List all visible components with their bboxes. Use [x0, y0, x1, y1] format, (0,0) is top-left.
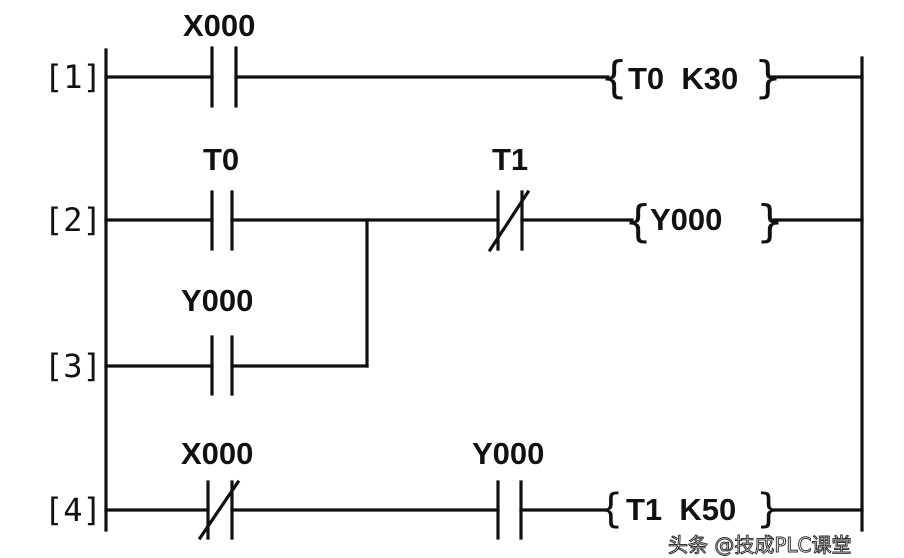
- no-contact-y000: [496, 480, 523, 540]
- timer-coil-t0: { T0 K30 }: [600, 52, 782, 103]
- coil-open-brace: {: [600, 52, 628, 103]
- no-contact-x000: [210, 46, 238, 108]
- rung-1: X000 { T0 K30 }: [104, 8, 864, 108]
- output-coil-y000: { Y000 }: [624, 196, 784, 247]
- rung-3: Y000: [104, 283, 369, 396]
- timer-coil-t1: { T1 K50 }: [598, 486, 781, 532]
- rung-number-2: [2]: [44, 201, 102, 239]
- rung-4: X000 Y000 { T1 K50 }: [104, 436, 864, 541]
- coil-open-brace: {: [598, 486, 623, 532]
- rung-number-1: [1]: [44, 58, 102, 96]
- contact-label: Y000: [181, 283, 253, 318]
- watermark: 头条 @技成PLC课堂: [668, 533, 853, 557]
- no-contact-y000: [210, 335, 234, 396]
- coil-text: T0 K30: [628, 61, 738, 96]
- no-contact-t0: [210, 190, 234, 251]
- contact-label: X000: [181, 436, 253, 471]
- rung-number-4: [4]: [44, 491, 102, 529]
- coil-open-brace: {: [624, 196, 652, 247]
- contact-label: T0: [203, 142, 239, 177]
- coil-text: Y000: [650, 202, 731, 237]
- rung-2: T0 T1 { Y000 }: [104, 142, 864, 368]
- contact-label: Y000: [472, 436, 544, 471]
- contact-label: X000: [183, 8, 255, 43]
- contact-label: T1: [492, 142, 528, 177]
- rung-number-3: [3]: [44, 347, 102, 385]
- coil-text: T1 K50: [626, 492, 736, 527]
